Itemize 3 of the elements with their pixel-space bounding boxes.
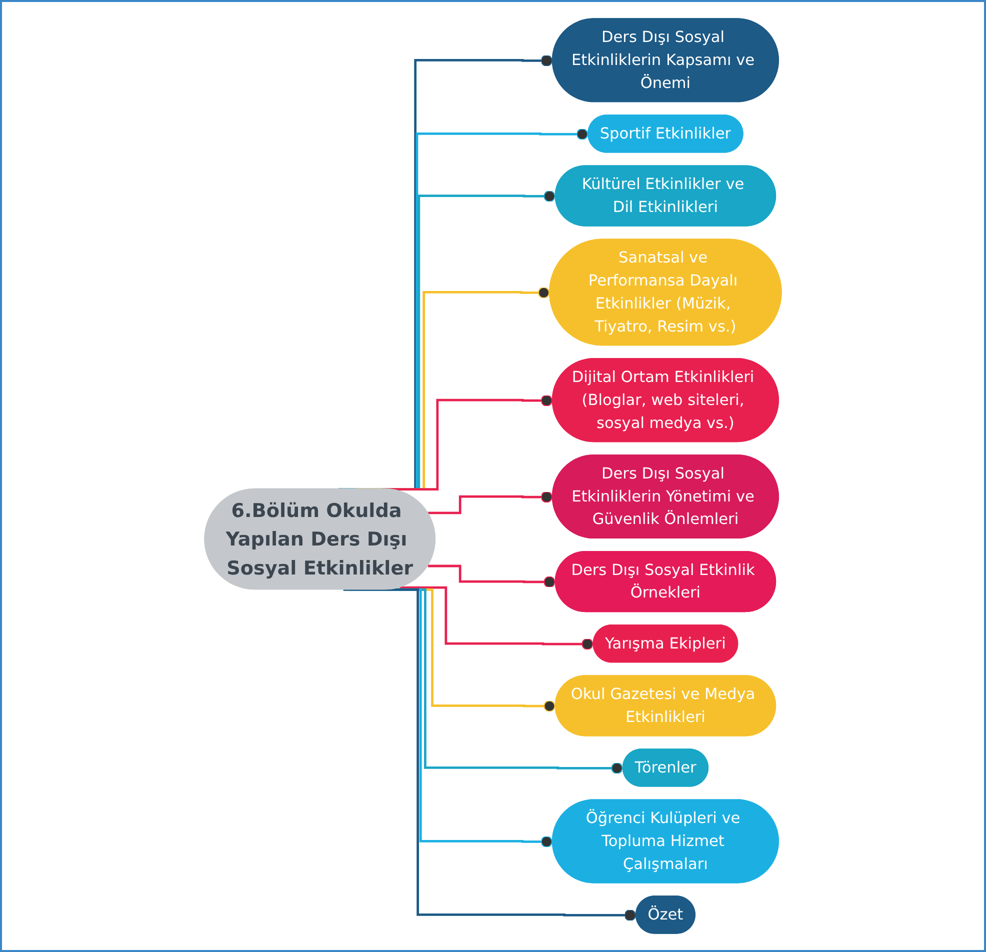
- connector: [400, 586, 594, 650]
- connector: [428, 564, 556, 588]
- connector: [428, 491, 553, 514]
